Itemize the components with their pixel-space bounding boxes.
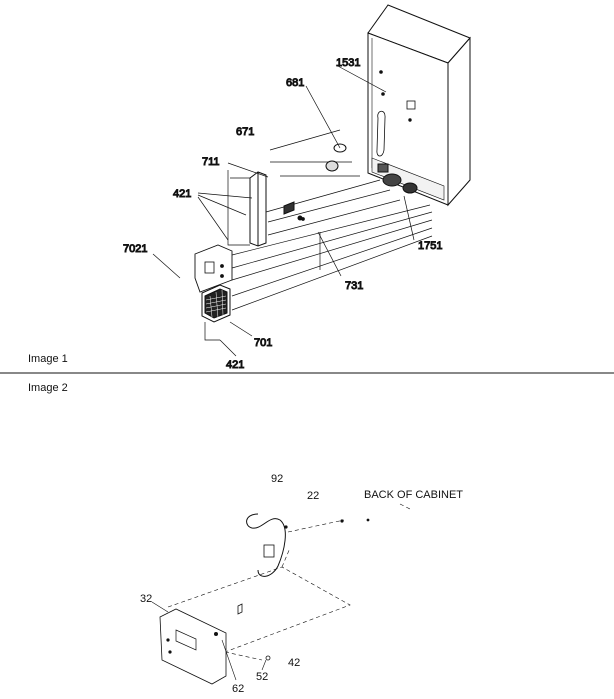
image1-group: 1531 681 671 711 421 7021 731 1751 701 4… bbox=[123, 4, 471, 372]
grille-701 bbox=[201, 284, 231, 323]
callout-671: 671 bbox=[236, 126, 254, 138]
callout-711: 711 bbox=[202, 156, 220, 168]
image2-group bbox=[151, 503, 413, 685]
component-681 bbox=[283, 143, 347, 221]
callout-62: 62 bbox=[232, 683, 244, 695]
bracket-7021 bbox=[194, 244, 233, 293]
callout-681: 681 bbox=[286, 77, 304, 89]
leader-lines bbox=[152, 64, 415, 357]
back-of-cabinet-heading: BACK OF CABINET bbox=[364, 489, 463, 501]
callout-731: 731 bbox=[345, 280, 363, 292]
callout-92: 92 bbox=[271, 473, 283, 485]
callout-22: 22 bbox=[307, 490, 319, 502]
callout-701: 701 bbox=[254, 337, 272, 349]
assembly-outline bbox=[167, 503, 413, 661]
callout-32: 32 bbox=[140, 593, 152, 605]
image2-caption: Image 2 bbox=[28, 382, 68, 394]
image1-caption: Image 1 bbox=[28, 353, 68, 365]
clip-22 bbox=[263, 544, 275, 558]
callout-421-upper: 421 bbox=[173, 188, 191, 200]
callout-421-lower: 421 bbox=[226, 359, 244, 371]
callout-52: 52 bbox=[256, 671, 268, 683]
callout-42: 42 bbox=[288, 657, 300, 669]
callout-7021: 7021 bbox=[123, 243, 147, 255]
fastener bbox=[237, 603, 243, 615]
callout-1751: 1751 bbox=[418, 240, 442, 252]
screw-42 bbox=[265, 655, 271, 661]
callout-1531: 1531 bbox=[336, 57, 360, 69]
bracket-421-outline bbox=[204, 170, 321, 341]
assembly-lines bbox=[231, 129, 433, 311]
cabinet bbox=[367, 4, 471, 207]
bracket-32 bbox=[159, 608, 227, 685]
tube-92 bbox=[246, 513, 286, 577]
panel-711 bbox=[249, 171, 267, 247]
